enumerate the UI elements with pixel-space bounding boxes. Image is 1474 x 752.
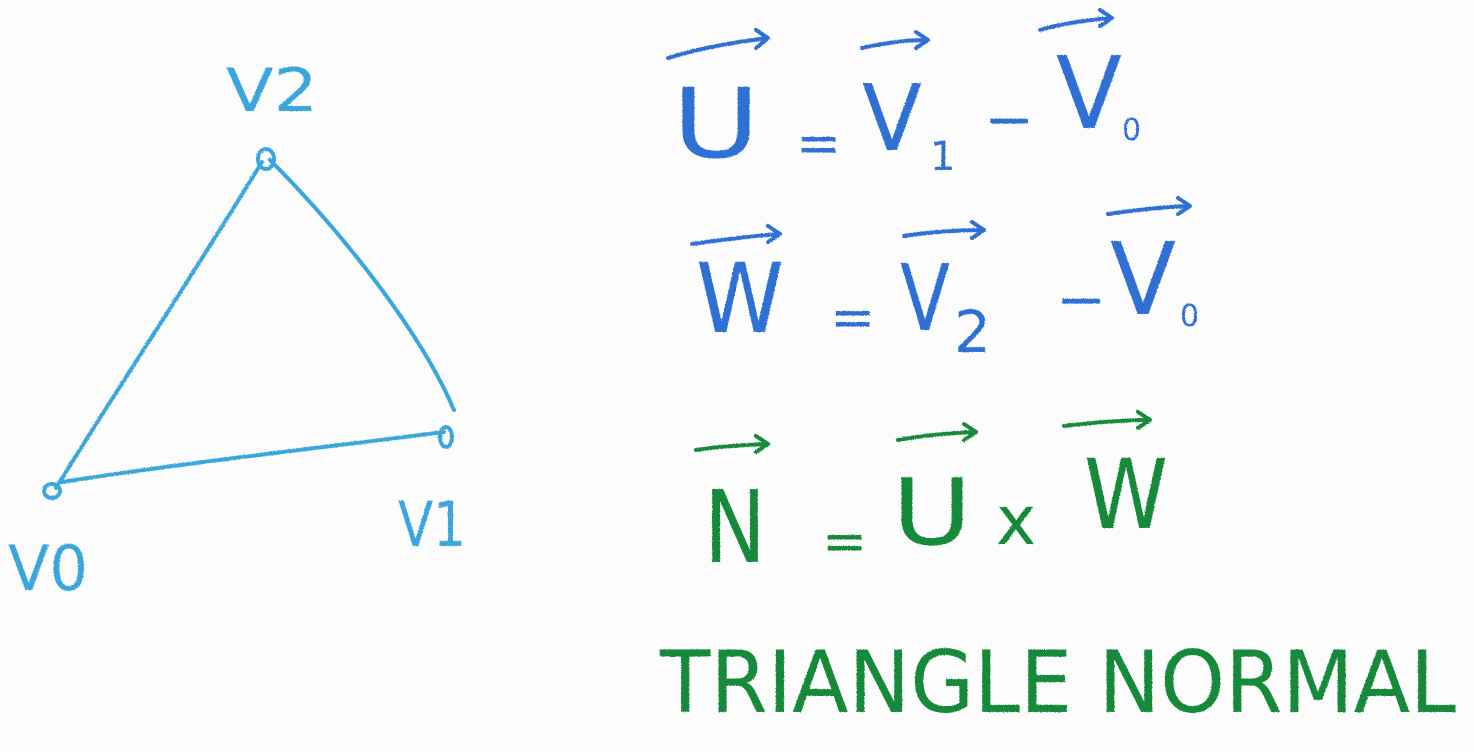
eq-u-equals: = bbox=[796, 112, 841, 175]
vector-arrow-v1-u bbox=[860, 30, 930, 50]
eq-w-v2: V bbox=[900, 245, 950, 352]
eq-n-w: W bbox=[1084, 439, 1168, 551]
equation-n: N = U x W bbox=[694, 410, 1168, 586]
label-v2: V2 bbox=[226, 56, 318, 126]
vector-arrow-n bbox=[694, 434, 770, 454]
eq-u-v0: V bbox=[1056, 35, 1122, 152]
eq-u-lhs: U bbox=[672, 68, 760, 180]
vertex-v0 bbox=[42, 482, 62, 500]
eq-u-v1: V bbox=[862, 65, 922, 172]
eq-u-minus: − bbox=[984, 85, 1034, 155]
vector-arrow-v0-u bbox=[1038, 8, 1114, 32]
vector-arrow-u bbox=[666, 28, 770, 60]
eq-w-v2-sub: 2 bbox=[954, 298, 991, 366]
vertex-v1 bbox=[438, 425, 454, 449]
label-v0: V0 bbox=[8, 532, 88, 605]
eq-w-v0: V bbox=[1110, 221, 1176, 338]
vector-arrow-w-n bbox=[1062, 410, 1152, 430]
eq-n-lhs: N bbox=[704, 469, 766, 586]
vertex-v2 bbox=[256, 147, 276, 171]
caption-triangle-normal: TRIANGLE NORMAL bbox=[659, 633, 1456, 733]
triangle-diagram bbox=[42, 147, 456, 500]
edge-v2-v1 bbox=[268, 158, 456, 412]
vector-arrow-v2-w bbox=[902, 220, 986, 240]
eq-w-lhs: W bbox=[696, 243, 784, 355]
equation-u: U = V 1 − V 0 bbox=[666, 8, 1141, 180]
label-v1: V1 bbox=[398, 488, 466, 561]
equation-w: W = V 2 − V 0 bbox=[690, 196, 1199, 366]
vector-arrow-v0-w bbox=[1106, 196, 1192, 216]
eq-u-v1-sub: 1 bbox=[930, 134, 955, 180]
eq-w-minus: − bbox=[1056, 265, 1106, 335]
eq-w-v0-sub: 0 bbox=[1180, 299, 1199, 334]
eq-u-v0-sub: 0 bbox=[1122, 113, 1141, 148]
eq-w-equals: = bbox=[830, 286, 875, 349]
eq-n-equals: = bbox=[822, 510, 867, 573]
vector-arrow-w bbox=[690, 224, 782, 246]
edge-v0-v2 bbox=[54, 160, 264, 490]
vector-arrow-u-n bbox=[896, 422, 978, 442]
eq-n-cross: x bbox=[996, 482, 1036, 561]
edge-v0-v1 bbox=[60, 430, 446, 484]
eq-n-u: U bbox=[892, 459, 972, 566]
